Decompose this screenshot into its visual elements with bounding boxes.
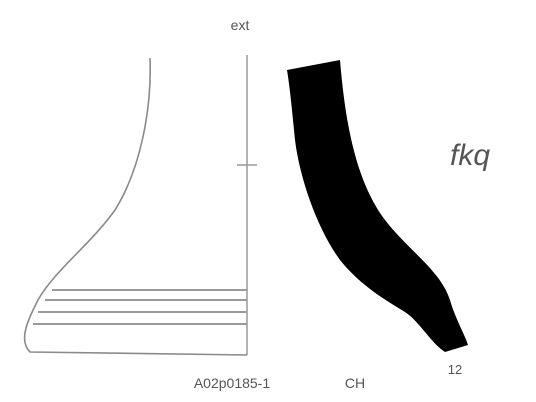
code-label: CH bbox=[345, 375, 365, 391]
decorative-bands bbox=[33, 289, 247, 325]
top-label: ext bbox=[231, 17, 250, 33]
exterior-outline bbox=[23, 57, 248, 356]
handwritten-note: fkq bbox=[450, 139, 490, 172]
number-label: 12 bbox=[448, 362, 462, 377]
section-profile bbox=[287, 60, 468, 352]
catalog-number-label: A02p0185-1 bbox=[194, 375, 271, 391]
